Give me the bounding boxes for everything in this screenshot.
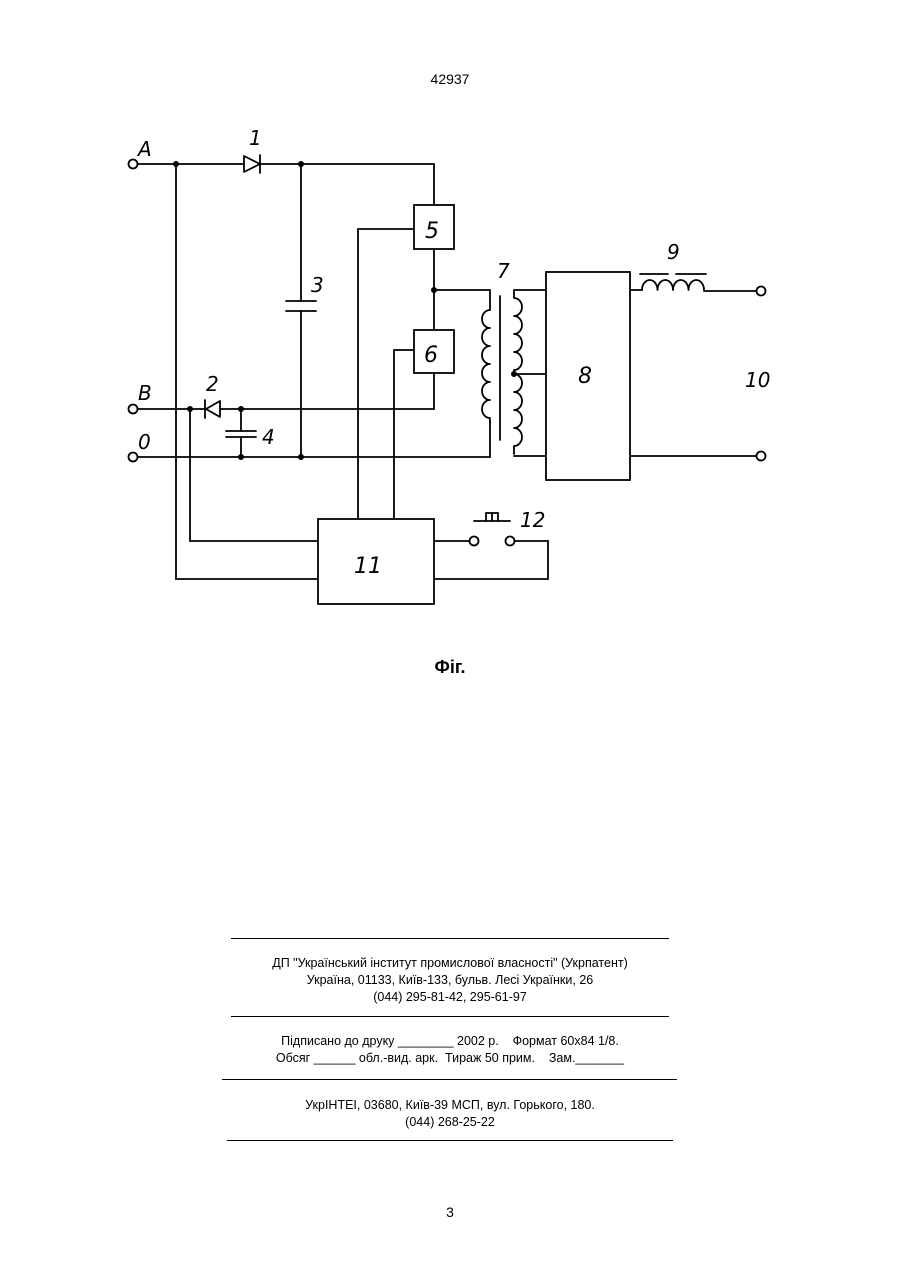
label-capacitor-4: 4 xyxy=(262,425,275,449)
label-diode-2: 2 xyxy=(206,372,219,396)
print-info-block: Підписано до друку ________ 2002 р. Форм… xyxy=(0,1033,900,1067)
label-terminal-0: 0 xyxy=(138,430,151,454)
publisher-name: ДП "Український інститут промислової вла… xyxy=(0,955,900,972)
publisher-address: Україна, 01133, Київ-133, бульв. Лесі Ук… xyxy=(0,972,900,989)
label-block-11: 11 xyxy=(354,554,382,579)
diode-1 xyxy=(244,155,260,173)
terminal-b xyxy=(129,405,138,414)
printer-address: УкрІНТЕІ, 03680, Київ-39 МСП, вул. Горьк… xyxy=(0,1097,900,1114)
printer-phone: (044) 268-25-22 xyxy=(0,1114,900,1131)
label-block-8: 8 xyxy=(578,364,592,389)
label-block-5: 5 xyxy=(425,219,439,244)
terminal-0 xyxy=(129,453,138,462)
figure-caption: Фіг. xyxy=(0,657,900,678)
label-terminal-a: A xyxy=(136,137,152,161)
label-transformer-7: 7 xyxy=(497,259,510,283)
label-terminal-b: B xyxy=(138,381,152,405)
push-button-12 xyxy=(470,513,515,546)
output-terminal-top xyxy=(757,287,766,296)
diode-2 xyxy=(205,400,220,418)
label-switch-12: 12 xyxy=(520,508,545,532)
capacitor-4 xyxy=(226,431,256,437)
inductor-9 xyxy=(640,274,706,290)
label-block-6: 6 xyxy=(424,343,438,368)
label-diode-1: 1 xyxy=(249,126,262,150)
terminal-a xyxy=(129,160,138,169)
label-capacitor-3: 3 xyxy=(311,273,324,297)
divider xyxy=(231,938,669,939)
printer-block: УкрІНТЕІ, 03680, Київ-39 МСП, вул. Горьк… xyxy=(0,1097,900,1131)
print-info-signed: Підписано до друку ________ 2002 р. Форм… xyxy=(0,1033,900,1050)
divider xyxy=(222,1079,677,1080)
print-info-volume: Обсяг ______ обл.-вид. арк. Тираж 50 при… xyxy=(0,1050,900,1067)
divider xyxy=(227,1140,673,1141)
label-output: 10 xyxy=(745,368,770,392)
capacitor-3 xyxy=(286,301,316,311)
label-inductor-9: 9 xyxy=(667,240,680,264)
page-number-bottom: 3 xyxy=(0,1204,900,1220)
divider xyxy=(231,1016,669,1017)
circuit-schematic: A B 0 10 1 2 3 4 5 6 7 8 9 11 12 xyxy=(0,0,900,640)
output-terminal-bottom xyxy=(757,452,766,461)
junction-dots xyxy=(173,161,517,460)
publisher-block: ДП "Український інститут промислової вла… xyxy=(0,955,900,1006)
publisher-phone: (044) 295-81-42, 295-61-97 xyxy=(0,989,900,1006)
